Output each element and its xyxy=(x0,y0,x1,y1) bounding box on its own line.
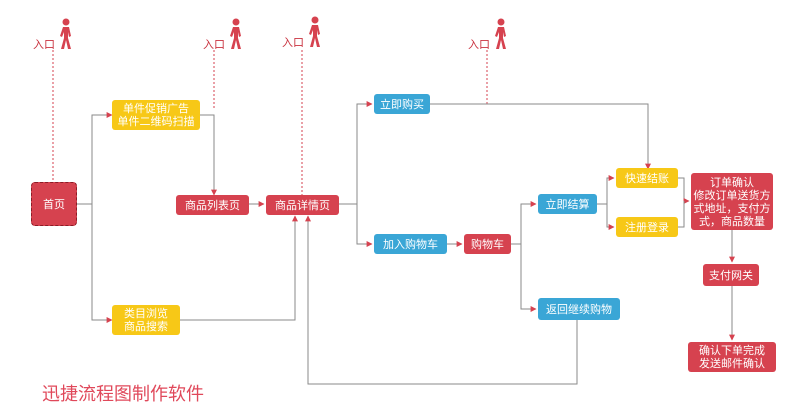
person-walking-icon xyxy=(309,16,320,47)
person-walking-icon xyxy=(230,18,241,49)
entry-label: 入口 xyxy=(33,38,55,51)
entry-label: 入口 xyxy=(468,38,490,51)
watermark-caption: 迅捷流程图制作软件 xyxy=(42,384,204,405)
node-add-to-cart[interactable]: 加入购物车 xyxy=(374,234,447,254)
node-cart[interactable]: 购物车 xyxy=(464,234,511,254)
node-register-login[interactable]: 注册登录 xyxy=(616,217,678,237)
node-quick-checkout[interactable]: 快速结账 xyxy=(616,168,678,188)
node-order-confirm[interactable]: 订单确认 修改订单送货方 式地址，支付方 式，商品数量 xyxy=(691,173,773,230)
entry-label: 入口 xyxy=(282,36,304,49)
node-product-list[interactable]: 商品列表页 xyxy=(176,195,249,215)
node-home[interactable]: 首页 xyxy=(31,182,77,226)
person-walking-icon xyxy=(60,18,71,49)
node-confirm-order[interactable]: 确认下单完成 发送邮件确认 xyxy=(688,342,776,372)
entry-label: 入口 xyxy=(203,38,225,51)
node-product-detail[interactable]: 商品详情页 xyxy=(266,195,339,215)
node-category[interactable]: 类目浏览 商品搜索 xyxy=(112,305,180,335)
node-continue-shopping[interactable]: 返回继续购物 xyxy=(538,298,620,320)
person-walking-icon xyxy=(495,18,506,49)
node-checkout[interactable]: 立即结算 xyxy=(538,194,597,214)
node-payment-gateway[interactable]: 支付网关 xyxy=(703,264,759,286)
node-promo[interactable]: 单件促销广告 单件二维码扫描 xyxy=(112,100,200,130)
node-buy-now[interactable]: 立即购买 xyxy=(374,94,430,114)
